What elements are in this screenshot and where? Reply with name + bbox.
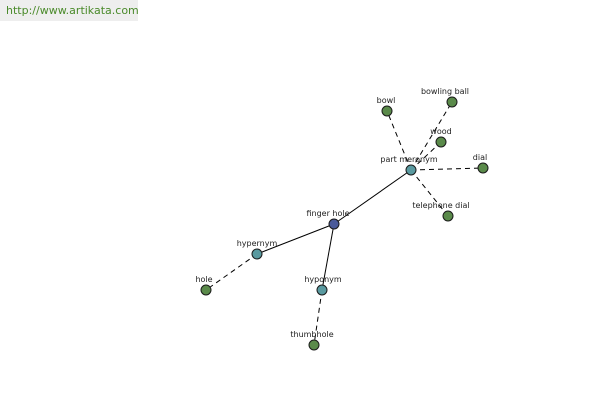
node-dial-circle[interactable] — [477, 162, 489, 174]
node-bowling-ball-circle[interactable] — [446, 96, 458, 108]
edge-part-meronym-to-dial — [410, 167, 484, 171]
site-url-link[interactable]: http://www.artikata.com — [0, 0, 139, 21]
node-bowl-circle[interactable] — [381, 105, 393, 117]
node-bowl[interactable]: bowl — [377, 96, 396, 117]
node-bowling-ball-label: bowling ball — [421, 87, 469, 96]
node-finger-hole-label: finger hole — [306, 209, 349, 218]
node-hyponym-circle[interactable] — [316, 284, 328, 296]
edges-layer — [205, 101, 484, 346]
node-finger-hole-circle[interactable] — [328, 218, 340, 230]
node-hypernym-label: hypernym — [237, 239, 278, 248]
node-part-meronym-label: part meronym — [380, 155, 437, 164]
node-hypernym-circle[interactable] — [251, 248, 263, 260]
node-hole-label: hole — [195, 275, 212, 284]
node-thumbhole[interactable]: thumbhole — [290, 330, 334, 351]
edge-finger-hole-to-part-meronym — [333, 169, 412, 225]
node-finger-hole[interactable]: finger hole — [306, 209, 350, 230]
node-wood-circle[interactable] — [435, 136, 447, 148]
node-part-meronym-circle[interactable] — [405, 164, 417, 176]
node-thumbhole-label: thumbhole — [290, 330, 333, 339]
node-dial[interactable]: dial — [473, 153, 489, 174]
node-wood[interactable]: wood — [430, 127, 452, 148]
node-telephone-dial-label: telephone dial — [412, 201, 469, 210]
node-part-meronym[interactable]: part meronym — [380, 155, 438, 176]
edge-part-meronym-to-bowl — [386, 110, 412, 171]
node-hyponym[interactable]: hyponym — [304, 275, 342, 296]
node-telephone-dial-circle[interactable] — [442, 210, 454, 222]
node-thumbhole-circle[interactable] — [308, 339, 320, 351]
edge-hyponym-to-thumbhole — [313, 289, 323, 346]
edge-part-meronym-to-bowling-ball — [410, 101, 453, 171]
node-hole[interactable]: hole — [195, 275, 213, 296]
edge-part-meronym-to-wood — [410, 141, 442, 171]
edge-hypernym-to-hole — [205, 253, 258, 291]
node-bowling-ball[interactable]: bowling ball — [421, 87, 469, 108]
node-hyponym-label: hyponym — [304, 275, 342, 284]
node-dial-label: dial — [473, 153, 487, 162]
node-bowl-label: bowl — [377, 96, 396, 105]
node-hole-circle[interactable] — [200, 284, 212, 296]
edge-finger-hole-to-hyponym — [321, 223, 335, 291]
node-hypernym[interactable]: hypernym — [237, 239, 278, 260]
node-telephone-dial[interactable]: telephone dial — [412, 201, 470, 222]
nodes-layer: finger hole part meronym hypernym hyponym bo… — [195, 87, 489, 351]
edge-part-meronym-to-telephone-dial — [410, 169, 449, 217]
edge-finger-hole-to-hypernym — [256, 223, 335, 255]
node-wood-label: wood — [430, 127, 451, 136]
